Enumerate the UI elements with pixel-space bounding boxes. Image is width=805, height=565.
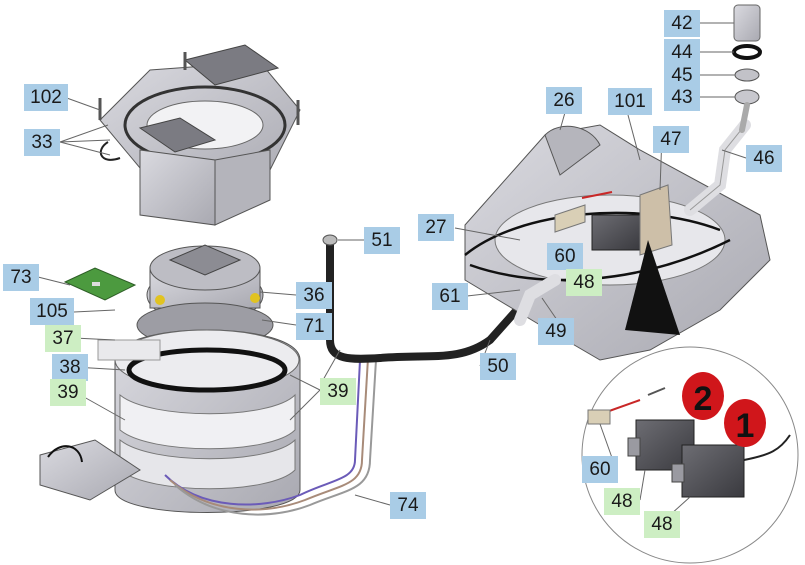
filter-housing-part (98, 44, 301, 226)
badge-2-text: 2 (694, 380, 713, 418)
callout-26: 26 (546, 87, 582, 114)
callout-48-detail-left: 48 (604, 488, 640, 515)
callout-42: 42 (664, 10, 700, 37)
callout-47: 47 (653, 126, 689, 153)
callout-61: 61 (432, 283, 468, 310)
detail-pointer (625, 240, 680, 335)
upper-housing-part (464, 119, 771, 361)
callout-71: 71 (296, 313, 332, 340)
callout-74: 74 (390, 492, 426, 519)
callout-38: 38 (52, 354, 88, 381)
callout-51: 51 (364, 227, 400, 254)
callout-43: 43 (664, 84, 700, 111)
callout-48-detail-right: 48 (644, 511, 680, 538)
badge-1: 1 (724, 399, 766, 447)
callout-33: 33 (24, 129, 60, 156)
callout-44: 44 (664, 39, 700, 66)
callout-48-upper: 48 (566, 269, 602, 296)
badge-1-text: 1 (736, 407, 755, 445)
wiring-harness-part (164, 357, 377, 516)
callout-73: 73 (3, 264, 39, 291)
hose-part (322, 234, 519, 363)
callout-60-detail: 60 (582, 456, 618, 483)
callout-50: 50 (480, 353, 516, 380)
callout-39-center: 39 (320, 378, 356, 405)
callout-46: 46 (746, 145, 782, 172)
base-housing-part (39, 329, 301, 513)
badge-2: 2 (682, 372, 724, 420)
valve-stack-part (732, 4, 762, 133)
callout-101: 101 (608, 88, 652, 115)
callout-27: 27 (418, 214, 454, 241)
callout-60-upper: 60 (547, 243, 583, 270)
callout-37: 37 (45, 325, 81, 352)
leader-lines (37, 22, 747, 525)
callout-49: 49 (538, 318, 574, 345)
circuit-board-part (63, 267, 137, 301)
callout-36: 36 (296, 282, 332, 309)
callout-102: 102 (24, 84, 68, 111)
callout-39-left: 39 (50, 379, 86, 406)
callout-105: 105 (30, 298, 74, 325)
